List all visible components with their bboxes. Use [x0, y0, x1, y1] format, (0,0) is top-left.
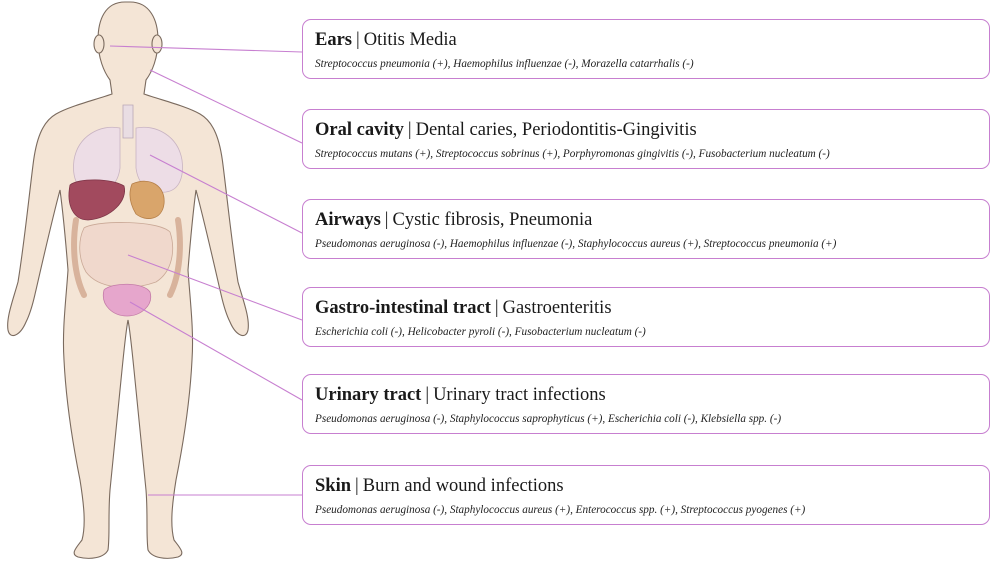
bacteria-list: Pseudomonas aeruginosa (-), Haemophilus … — [315, 238, 837, 250]
disease-name: Burn and wound infections — [362, 476, 564, 496]
site-name: Skin — [315, 476, 352, 496]
box-airways: Airways|Cystic fibrosis, Pneumonia Pseud… — [302, 199, 990, 259]
site-name: Oral cavity — [315, 120, 404, 140]
bacteria-list: Streptococcus mutans (+), Streptococcus … — [315, 148, 830, 160]
liver — [68, 179, 125, 221]
separator: | — [494, 298, 499, 318]
box-title: Ears|Otitis Media — [315, 29, 977, 51]
site-name: Ears — [315, 30, 352, 50]
separator: | — [407, 120, 412, 140]
separator: | — [356, 30, 360, 50]
box-gastro-intestinal: Gastro-intestinal tract|Gastroenteritis … — [302, 287, 990, 347]
box-title: Airways|Cystic fibrosis, Pneumonia — [315, 209, 977, 231]
separator: | — [384, 210, 389, 230]
ear-left — [93, 34, 105, 54]
bacteria-list: Streptococcus pneumonia (+), Haemophilus… — [315, 58, 694, 70]
box-ears: Ears|Otitis Media Streptococcus pneumoni… — [302, 19, 990, 79]
separator: | — [425, 385, 430, 405]
disease-name: Otitis Media — [363, 30, 457, 50]
human-body-illustration — [7, 1, 249, 559]
box-title: Oral cavity|Dental caries, Periodontitis… — [315, 119, 977, 141]
site-name: Urinary tract — [315, 385, 422, 405]
site-name: Airways — [315, 210, 381, 230]
bacteria-list: Pseudomonas aeruginosa (-), Staphylococc… — [315, 504, 806, 516]
box-urinary-tract: Urinary tract|Urinary tract infections P… — [302, 374, 990, 434]
box-title: Urinary tract|Urinary tract infections — [315, 384, 977, 406]
box-title: Gastro-intestinal tract|Gastroenteritis — [315, 297, 977, 319]
box-skin: Skin|Burn and wound infections Pseudomon… — [302, 465, 990, 525]
bacteria-list: Pseudomonas aeruginosa (-), Staphylococc… — [315, 413, 782, 425]
small-intestine — [79, 222, 173, 288]
disease-name: Gastroenteritis — [502, 298, 612, 318]
site-name: Gastro-intestinal tract — [315, 298, 491, 318]
bacteria-list: Escherichia coli (-), Helicobacter pyrol… — [315, 326, 646, 338]
trachea — [122, 104, 134, 139]
disease-name: Cystic fibrosis, Pneumonia — [392, 210, 593, 230]
separator: | — [355, 476, 359, 496]
stomach — [129, 180, 165, 219]
box-title: Skin|Burn and wound infections — [315, 475, 977, 497]
disease-name: Dental caries, Periodontitis-Gingivitis — [415, 120, 697, 140]
ear-right — [151, 34, 163, 54]
disease-name: Urinary tract infections — [433, 385, 606, 405]
box-oral-cavity: Oral cavity|Dental caries, Periodontitis… — [302, 109, 990, 169]
